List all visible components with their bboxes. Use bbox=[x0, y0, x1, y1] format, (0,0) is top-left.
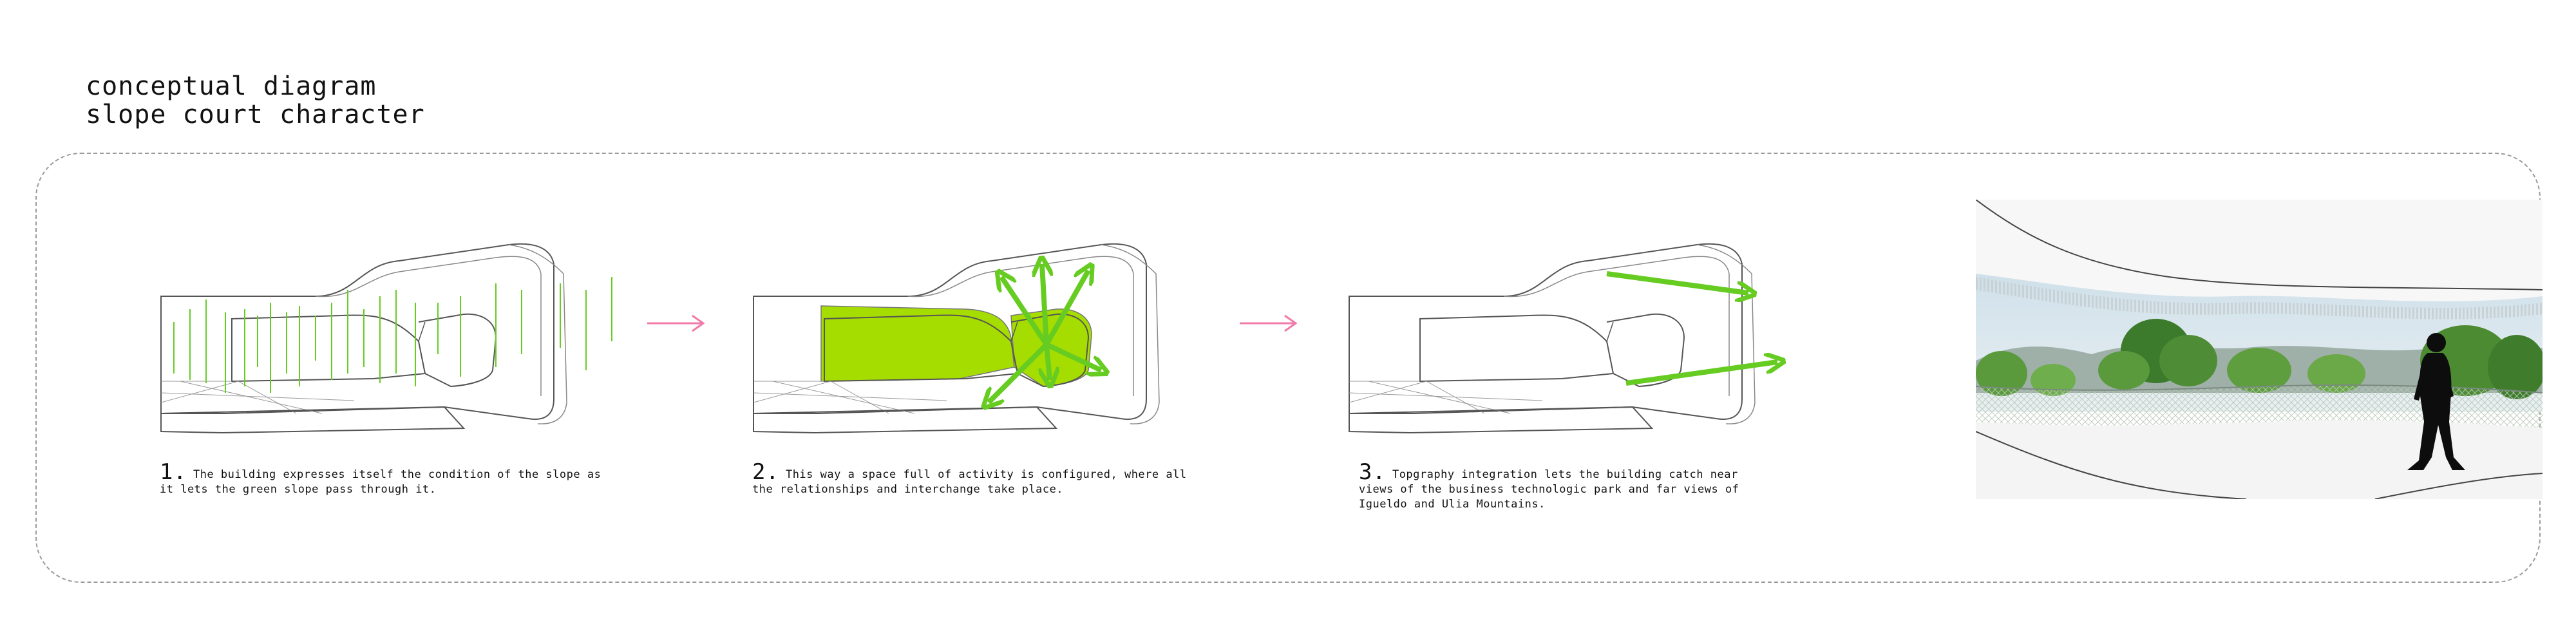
step-2-text: This way a space full of activity is con… bbox=[752, 468, 1187, 496]
step-3-caption: 3.Topgraphy integration lets the buildin… bbox=[1359, 461, 1758, 512]
building-diagram-1 bbox=[160, 243, 612, 433]
court-view-image bbox=[1976, 200, 2543, 499]
step-1-caption: 1.The building expresses itself the cond… bbox=[160, 461, 611, 497]
step-1-number: 1. bbox=[160, 459, 187, 485]
green-slope-lines bbox=[173, 277, 612, 393]
step-2-caption: 2.This way a space full of activity is c… bbox=[752, 461, 1203, 497]
arrow-right-icon bbox=[647, 314, 705, 332]
person-silhouette bbox=[2407, 333, 2465, 470]
step-1-text: The building expresses itself the condit… bbox=[160, 468, 601, 496]
building-diagram-3 bbox=[1349, 243, 1777, 433]
diagram-title: conceptual diagram slope court character bbox=[86, 72, 425, 129]
title-line-2: slope court character bbox=[86, 100, 425, 129]
title-line-1: conceptual diagram bbox=[86, 71, 377, 101]
step-2-number: 2. bbox=[752, 459, 779, 485]
step-3-number: 3. bbox=[1359, 459, 1386, 485]
activity-arrows bbox=[989, 264, 1101, 402]
arrow-right-icon bbox=[1240, 314, 1298, 332]
building-diagram-2 bbox=[753, 243, 1160, 433]
step-3-text: Topgraphy integration lets the building … bbox=[1359, 468, 1739, 511]
view-arrows bbox=[1606, 271, 1777, 386]
